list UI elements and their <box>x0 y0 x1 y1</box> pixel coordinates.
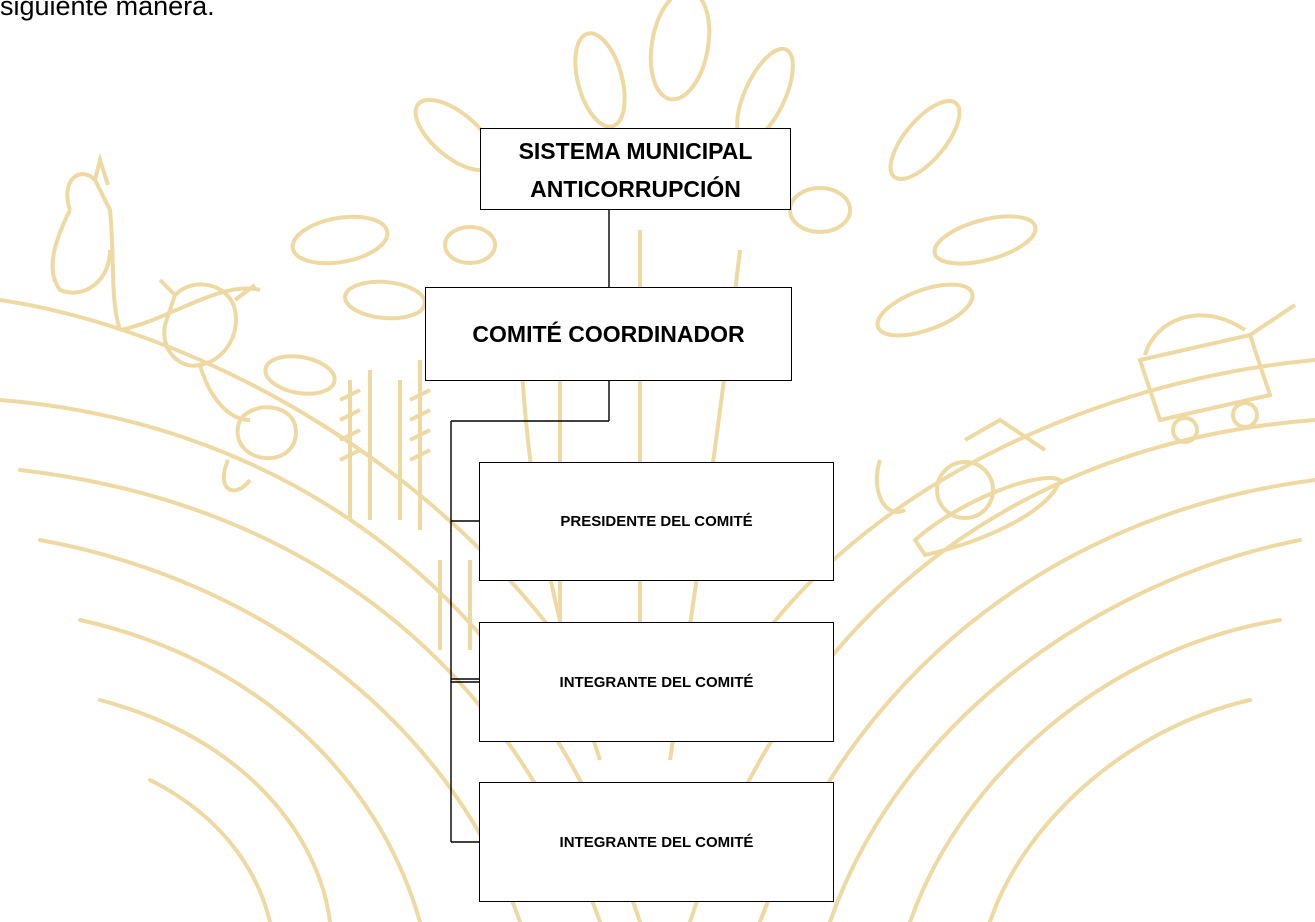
intro-text: siguiente manera. <box>0 0 215 21</box>
member-label: INTEGRANTE DEL COMITÉ <box>559 833 754 851</box>
member-label: INTEGRANTE DEL COMITÉ <box>559 673 754 691</box>
gold-pan-icon <box>874 417 1063 558</box>
committee-label: COMITÉ COORDINADOR <box>472 320 745 347</box>
org-box-member: INTEGRANTE DEL COMITÉ <box>479 782 834 902</box>
org-box-root: SISTEMA MUNICIPAL ANTICORRUPCIÓN <box>480 128 791 210</box>
org-box-committee: COMITÉ COORDINADOR <box>425 287 792 381</box>
org-box-president: PRESIDENTE DEL COMITÉ <box>479 462 834 581</box>
member-label: PRESIDENTE DEL COMITÉ <box>560 513 753 530</box>
pig-icon <box>221 405 298 493</box>
root-title-line-2: ANTICORRUPCIÓN <box>530 176 741 202</box>
root-title-line-1: SISTEMA MUNICIPAL <box>518 138 753 164</box>
cow-icon <box>158 278 257 422</box>
org-box-member: INTEGRANTE DEL COMITÉ <box>479 622 834 742</box>
mine-cart-icon <box>1137 303 1297 444</box>
horse-icon <box>50 152 261 332</box>
